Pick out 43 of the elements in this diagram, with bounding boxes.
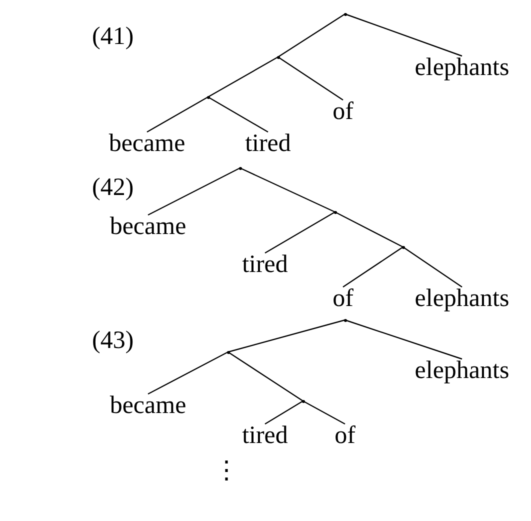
vertical-ellipsis: ⋮ — [214, 458, 239, 483]
branch-node-dot — [334, 210, 336, 214]
branch-node-dot — [302, 400, 304, 402]
branch-node-dot — [206, 96, 210, 98]
branch-node-dot — [276, 56, 280, 58]
tree-branch-line — [228, 319, 346, 353]
tree-leaf-word: elephants — [414, 358, 510, 383]
tree-leaf-word: tired — [242, 423, 288, 448]
tree-branch-line — [278, 56, 344, 100]
tree-branch-line — [344, 13, 462, 57]
tree-leaf-word: of — [332, 99, 354, 124]
tree-branch-line — [264, 211, 336, 254]
tree-branch-line — [342, 246, 404, 288]
tree-leaf-word: tired — [242, 252, 288, 277]
tree-leaf-word: became — [110, 393, 186, 418]
tree-leaf-word: became — [110, 214, 186, 239]
tree-leaf-word: elephants — [414, 286, 510, 311]
branch-node-dot — [402, 246, 404, 248]
tree-branch-line — [264, 400, 304, 425]
example-number: (41) — [92, 24, 134, 49]
tree-leaf-word: tired — [245, 131, 291, 156]
tree-branch-line — [208, 96, 268, 133]
tree-leaf-word: of — [332, 286, 354, 311]
tree-branch-line — [402, 246, 462, 288]
branch-node-dot — [226, 350, 230, 354]
tree-branch-line — [240, 167, 336, 213]
tree-branch-line — [146, 96, 208, 133]
tree-branch-line — [344, 319, 462, 360]
tree-branch-line — [208, 56, 278, 98]
tree-branch-line — [148, 351, 228, 395]
tree-branch-line — [278, 14, 346, 58]
branch-node-dot — [238, 166, 242, 170]
tree-leaf-word: elephants — [414, 55, 510, 80]
branch-node-dot — [344, 12, 346, 16]
tree-branch-line — [334, 211, 404, 248]
example-number: (42) — [92, 175, 134, 200]
example-number: (43) — [92, 328, 134, 353]
tree-branch-line — [148, 167, 240, 216]
tree-leaf-word: of — [334, 423, 356, 448]
tree-branch-line — [228, 352, 304, 402]
tree-branch-line — [302, 400, 346, 425]
branch-node-dot — [344, 318, 346, 322]
tree-leaf-word: became — [108, 131, 186, 156]
